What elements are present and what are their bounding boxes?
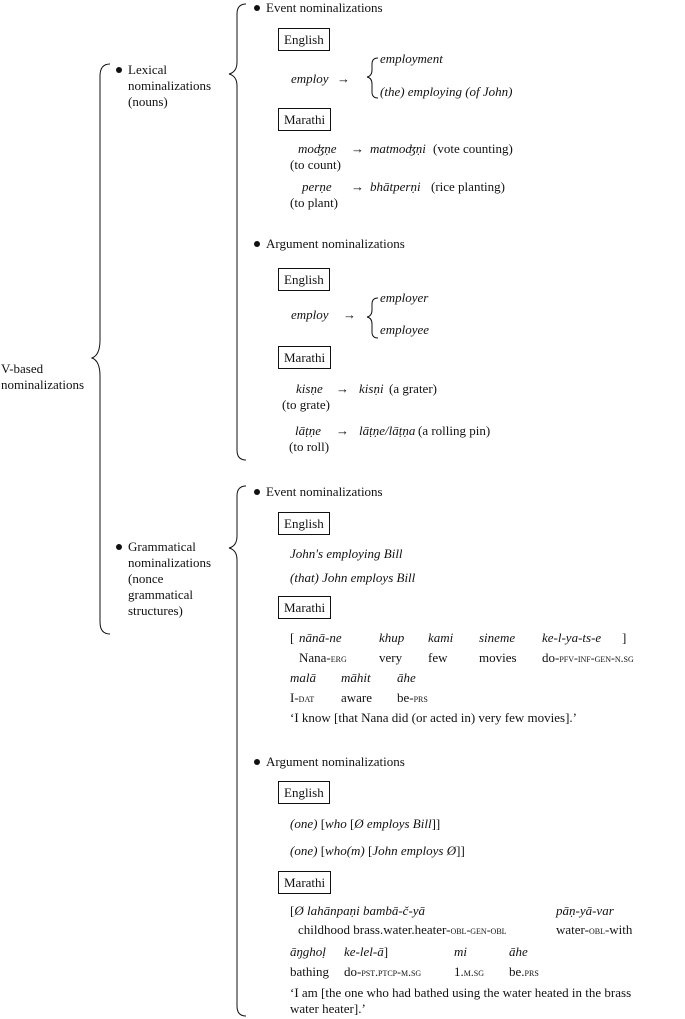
event-output-brace [366,57,379,99]
grammatical-label-line2: nominalizations [128,555,212,570]
grammatical-brace [228,485,247,1017]
lexical-event-title: Event nominalizations [266,0,383,15]
marathi-word: āhe [509,944,528,959]
bullet-icon [254,759,260,765]
english-box: English [278,28,330,51]
gloss-item: I-dat [290,690,315,705]
marathi-verb-1: moʤṇe [298,141,337,156]
lexical-label-line3: (nouns) [128,94,168,109]
marathi-word: āŋghoḷ [290,944,326,959]
marathi-box: Marathi [278,346,332,369]
english-output-2: employee [380,322,430,337]
english-base-verb: employ [291,71,329,86]
marathi-meaning-2: (rice planting) [431,179,505,194]
grammatical-argument-title: Argument nominalizations [266,754,405,769]
marathi-word: mi [454,944,467,959]
marathi-box: Marathi [278,108,332,131]
gloss-item: do-pfv-inf-gen-n.sg [542,650,634,665]
gloss-item: movies [479,650,517,665]
english-output-1: employment [380,51,443,66]
gloss-item: water-obl-with [556,922,633,937]
marathi-noun-2: bhātperṇi [370,179,421,194]
grammatical-label-line4: grammatical [128,587,193,602]
english-example-1: John's employing Bill [290,546,403,561]
arrow-icon: → [336,423,349,438]
english-output-2: (the) employing (of John) [380,84,513,99]
grammatical-label-line1: Grammatical [128,539,196,554]
marathi-gloss-1: (to count) [290,157,341,172]
marathi-verb-1: kisṇe [296,381,323,396]
arrow-icon: → [343,307,356,322]
marathi-word: malā [290,670,316,685]
lexical-label-line2: nominalizations [128,78,212,93]
arrow-icon: → [337,71,350,86]
marathi-word: kami [428,630,454,645]
lexical-argument-title: Argument nominalizations [266,236,405,251]
open-bracket: [ [290,630,295,645]
marathi-box: Marathi [278,871,332,894]
english-output-1: employer [380,290,429,305]
close-bracket: ] [622,630,627,645]
marathi-box: Marathi [278,596,332,619]
arrow-icon: → [351,179,364,194]
marathi-word: sineme [479,630,516,645]
english-box: English [278,512,330,535]
marathi-verb-2: lāṭṇe [295,423,321,438]
marathi-word: [Ø lahānpaṇi bambā-č-yā [290,903,426,918]
english-example-2: (that) John employs Bill [290,570,416,585]
english-box: English [278,781,330,804]
arrow-icon: → [336,381,349,396]
gloss-item: Nana-erg [299,650,347,665]
marathi-word: khup [379,630,405,645]
marathi-noun-1: kisṇi [359,381,384,396]
root-brace [90,63,111,635]
marathi-meaning-1: (vote counting) [433,141,513,156]
bullet-icon [254,241,260,247]
gloss-item: very [379,650,403,665]
english-base-verb: employ [291,307,329,322]
marathi-word: māhit [341,670,371,685]
marathi-word: ke-lel-ā] [344,944,389,959]
bullet-icon [116,67,122,73]
grammatical-label-line5: structures) [128,603,183,618]
marathi-word: āhe [397,670,416,685]
gloss-item: aware [341,690,373,705]
argument-output-brace [366,297,379,339]
marathi-gloss-1: (to grate) [282,397,331,412]
marathi-noun-1: matmoʤṇi [370,141,426,156]
marathi-gloss-2: (to roll) [289,439,330,454]
marathi-meaning-2: (a rolling pin) [418,423,491,438]
root-label-line1: V-based [1,361,44,376]
free-translation: ‘I know [that Nana did (or acted in) ver… [290,710,577,725]
bullet-icon [116,544,122,550]
gloss-item: be.prs [509,964,539,979]
gloss-item: be-prs [397,690,428,705]
free-translation-line2: water heater].’ [290,1001,366,1016]
grammatical-label-line3: (nonce [128,571,164,586]
marathi-meaning-1: (a grater) [389,381,437,396]
lexical-brace [228,3,247,461]
marathi-word: ke-l-ya-ts-e [542,630,602,645]
marathi-gloss-2: (to plant) [290,195,339,210]
gloss-item: childhood brass.water.heater-obl-gen-obl [298,922,507,937]
free-translation-line1: ‘I am [the one who had bathed using the … [290,985,632,1000]
english-box: English [278,268,330,291]
marathi-noun-2: lāṭṇe/lāṭṇa [359,423,416,438]
marathi-word: pāṇ-yā-var [556,903,614,918]
marathi-verb-2: perṇe [302,179,332,194]
gloss-item: 1.m.sg [454,964,484,979]
marathi-word: nānā-ne [299,630,342,645]
root-label-line2: nominalizations [1,377,85,392]
english-example-1: (one) [who [Ø employs Bill]] [290,816,441,831]
english-example-2: (one) [who(m) [John employs Ø]] [290,843,465,858]
grammatical-event-title: Event nominalizations [266,484,383,499]
gloss-item: bathing [290,964,329,979]
lexical-label-line1: Lexical [128,62,167,77]
gloss-item: do-pst.ptcp-m.sg [344,964,422,979]
arrow-icon: → [351,141,364,156]
bullet-icon [254,5,260,11]
bullet-icon [254,489,260,495]
gloss-item: few [428,650,448,665]
